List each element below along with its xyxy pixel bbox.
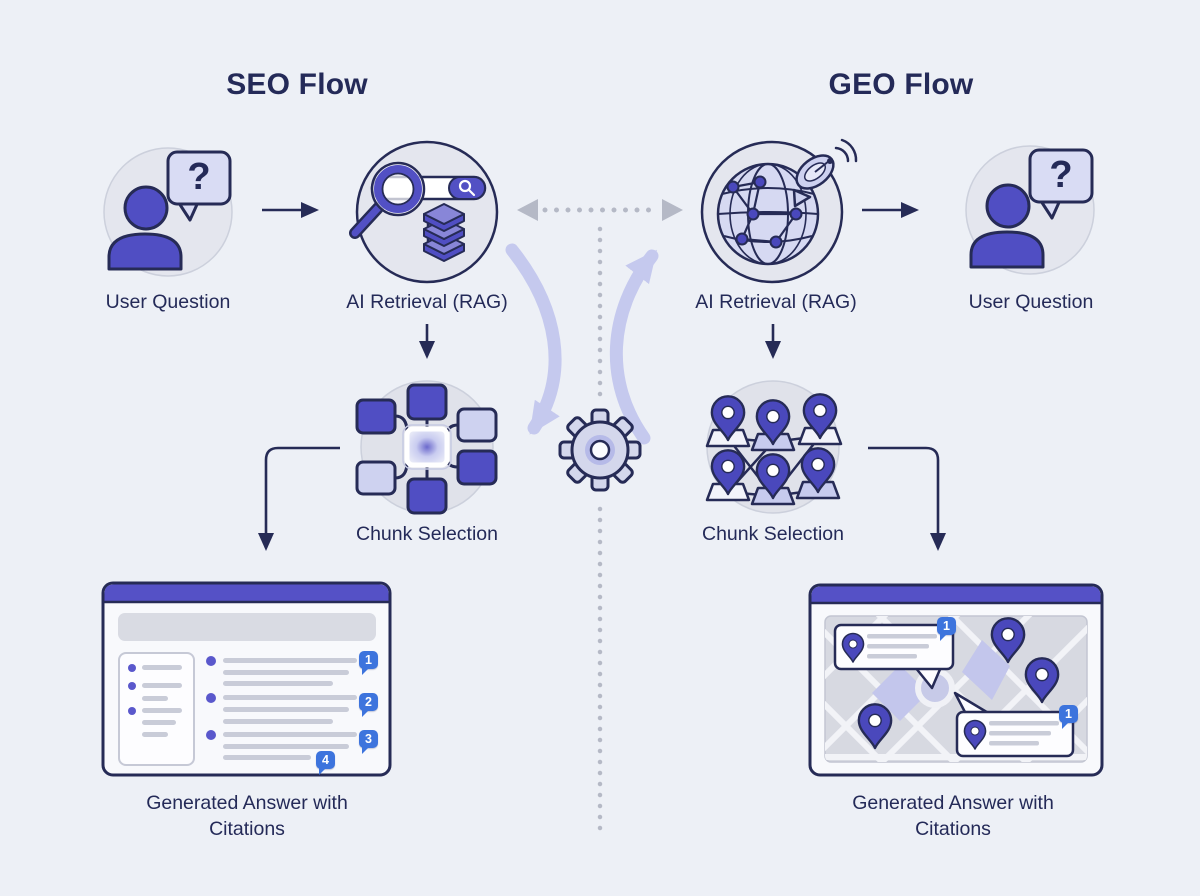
chunk-pins-icon	[705, 380, 843, 514]
user-question-icon-geo	[964, 144, 1096, 276]
map-citation-badge-2: 1	[1059, 705, 1078, 729]
curved-arrow-seo	[505, 243, 562, 435]
citation-badge-3: 3	[359, 730, 378, 754]
globe-rag-icon	[700, 138, 858, 284]
caption-generated-answer-seo: Generated Answer with Citations	[146, 792, 348, 840]
magnifier-icon	[349, 161, 426, 239]
label-user-question-geo: User Question	[968, 291, 1094, 313]
citation-badge-4: 4	[316, 751, 335, 775]
search-rag-icon	[349, 140, 499, 284]
user-question-icon-seo	[102, 146, 234, 278]
database-stack-icon	[423, 203, 465, 262]
label-chunk-selection-geo: Chunk Selection	[701, 523, 845, 545]
citation-badge-1: 1	[359, 651, 378, 675]
seo-flow-title: SEO Flow	[226, 68, 368, 101]
dotted-exchange-arrow	[517, 199, 683, 221]
geo-flow-title: GEO Flow	[828, 68, 974, 101]
citation-badge-2: 2	[359, 693, 378, 717]
browser-answer-icon	[101, 581, 392, 777]
network-nodes	[726, 175, 803, 249]
elbow-arrow-seo	[258, 446, 340, 551]
elbow-arrow-geo	[868, 446, 946, 551]
map-answer-icon	[808, 583, 1104, 777]
answer-skeleton	[206, 656, 357, 760]
question-mark-seo: ?	[187, 156, 211, 198]
label-user-question-seo: User Question	[105, 291, 231, 313]
map-district-patch	[962, 640, 1010, 700]
gear-icon	[558, 408, 642, 492]
label-chunk-selection-seo: Chunk Selection	[355, 523, 499, 545]
satellite-dish-icon	[792, 138, 858, 208]
map-callout-2	[953, 691, 1075, 758]
question-mark-geo: ?	[1049, 154, 1073, 196]
caption-generated-answer-geo: Generated Answer with Citations	[852, 792, 1054, 840]
chunk-blocks-icon	[355, 380, 498, 515]
panel-skeleton	[128, 664, 182, 737]
map-district-patch	[872, 665, 928, 721]
label-ai-retrieval-seo: AI Retrieval (RAG)	[346, 291, 508, 313]
map-callout-1	[833, 623, 955, 690]
map-citation-badge-1: 1	[937, 617, 956, 641]
label-ai-retrieval-geo: AI Retrieval (RAG)	[695, 291, 857, 313]
curved-arrow-geo	[609, 249, 659, 445]
